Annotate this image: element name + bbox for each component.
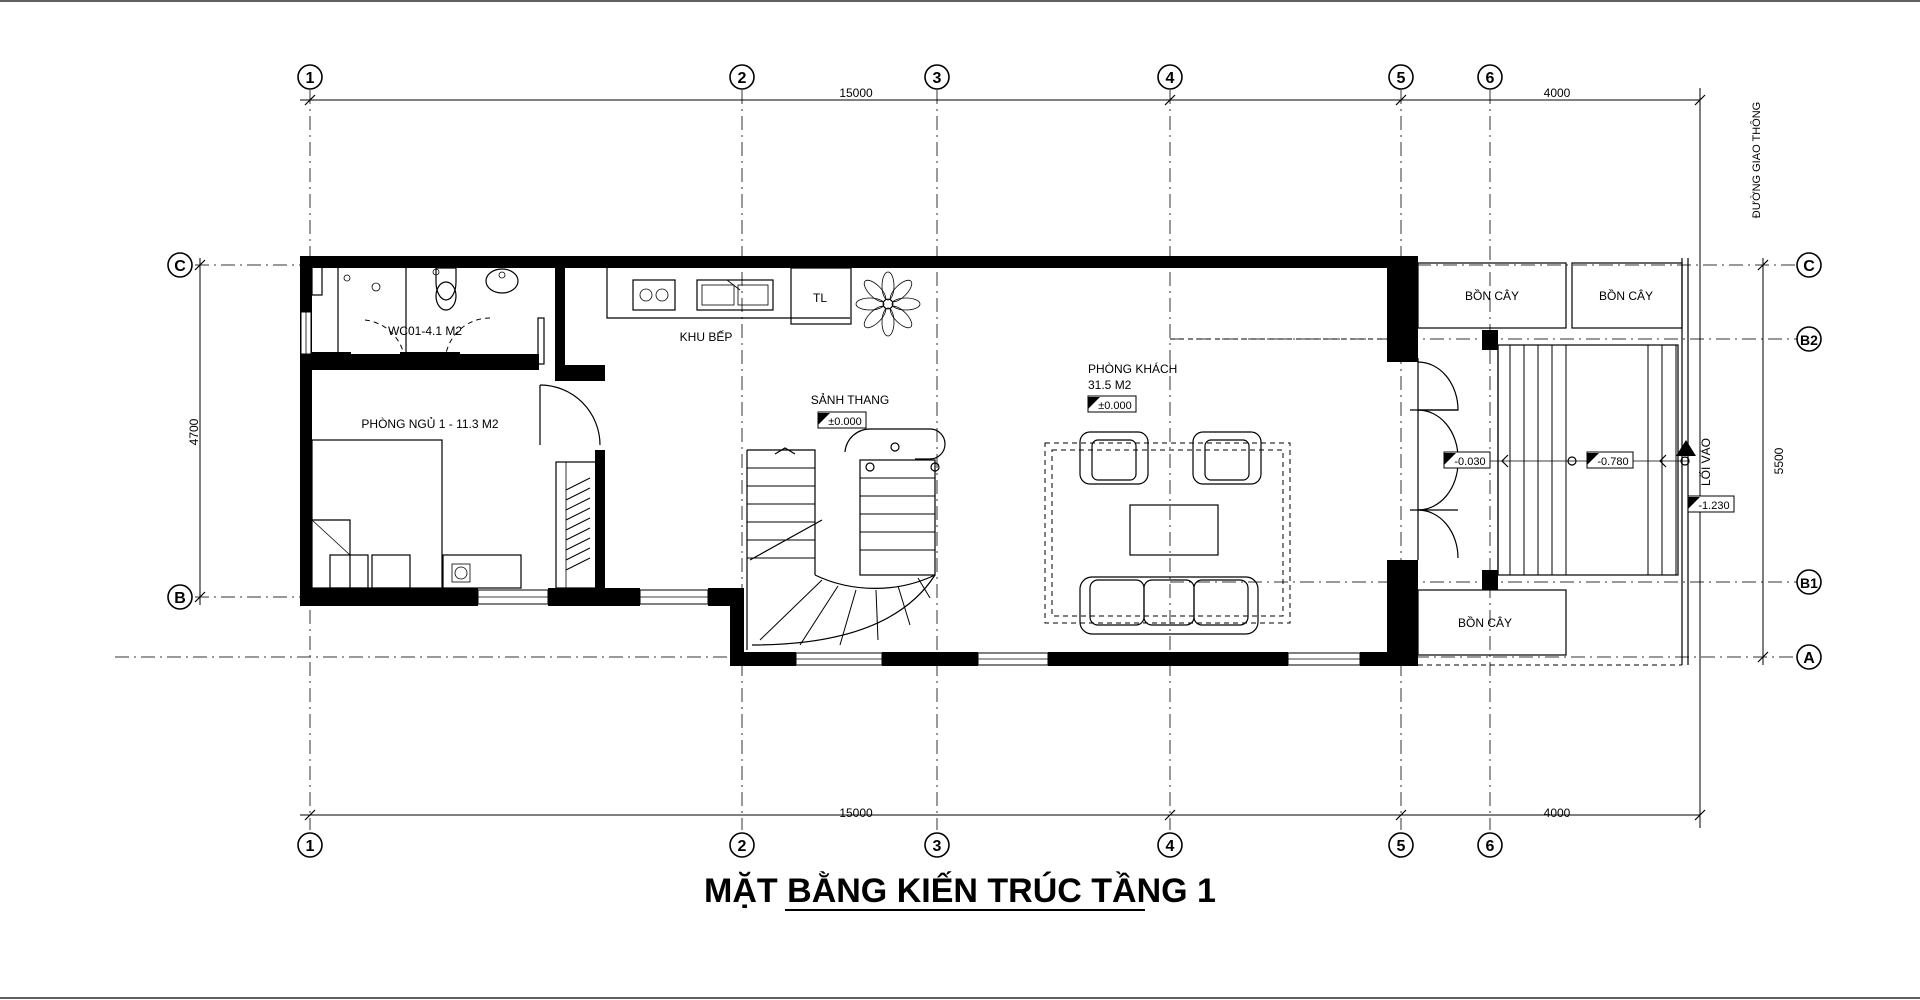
grid-bubble-left-B: B	[167, 584, 193, 610]
svg-text:B: B	[174, 590, 186, 607]
stair-up-arrow-icon	[774, 447, 796, 455]
grid-bubble-right-B2: B2	[1796, 326, 1822, 352]
kitchen-area	[606, 267, 921, 337]
svg-text:3: 3	[933, 70, 942, 87]
grid-bubble-top-6: 6	[1477, 64, 1503, 90]
entrance-doors	[1410, 361, 1459, 559]
bed	[311, 439, 443, 589]
entrance-label: LỐI VÀO	[1698, 438, 1713, 486]
drawing-title: MẶT BẰNG KIẾN TRÚC TẦNG 1	[704, 872, 1216, 910]
washbasin-icon	[485, 268, 519, 294]
fridge	[790, 267, 852, 325]
dim-top-main: 15000	[839, 86, 873, 100]
living-level: ±0.000	[1098, 400, 1132, 412]
svg-text:C: C	[174, 258, 186, 275]
svg-text:4: 4	[1166, 838, 1175, 855]
living-room-label: PHÒNG KHÁCH	[1088, 361, 1177, 376]
dim-bottom-main: 15000	[839, 806, 873, 820]
planter-label-2: BỒN CÂY	[1599, 288, 1653, 303]
windows	[300, 311, 1361, 666]
porch-level-marker: -0.030	[1443, 451, 1491, 469]
planter-label-1: BỒN CÂY	[1465, 288, 1519, 303]
grid-bubble-left-C: C	[167, 252, 193, 278]
sink-icon	[696, 279, 774, 311]
stair-hall-label: SẢNH THANG	[811, 392, 889, 407]
front-porch	[1410, 258, 1696, 666]
entrance-level: -1.230	[1698, 500, 1729, 512]
svg-text:5: 5	[1397, 70, 1406, 87]
grid-bubble-bottom-5: 5	[1388, 832, 1414, 858]
grid-bubble-bottom-6: 6	[1477, 832, 1503, 858]
steps-level-marker: -0.780	[1586, 451, 1634, 469]
arrow-icon-3	[1659, 454, 1667, 468]
kitchen-label: KHU BẾP	[680, 329, 733, 344]
grid-bubble-top-2: 2	[729, 64, 755, 90]
walls	[300, 256, 1498, 666]
grid-bubble-bottom-3: 3	[924, 832, 950, 858]
grid-bubble-bottom-4: 4	[1157, 832, 1183, 858]
svg-text:A: A	[1803, 650, 1815, 667]
stair-hall-level: ±0.000	[828, 416, 862, 428]
grid-bubble-top-4: 4	[1157, 64, 1183, 90]
coffee-table	[1129, 504, 1219, 556]
entrance-level-marker: -1.230	[1687, 495, 1735, 513]
svg-text:6: 6	[1486, 838, 1495, 855]
toilet-icon	[435, 267, 457, 301]
svg-text:1: 1	[306, 70, 315, 87]
bedroom-room	[311, 384, 601, 589]
dim-right: 5500	[1772, 447, 1786, 474]
armchair-left	[1079, 431, 1149, 485]
planter-1	[1417, 262, 1567, 329]
stove-icon	[632, 279, 676, 311]
svg-text:B2: B2	[1800, 332, 1818, 348]
arrow-icon-1	[1501, 454, 1509, 468]
rug	[1044, 442, 1291, 624]
dimension-lines	[194, 88, 1769, 828]
desk	[442, 554, 522, 589]
grid-bubble-bottom-1: 1	[297, 832, 323, 858]
svg-text:2: 2	[738, 70, 747, 87]
steps-level: -0.780	[1597, 456, 1628, 468]
svg-text:B1: B1	[1800, 575, 1818, 591]
street-label: ĐƯỜNG GIAO THÔNG	[1750, 102, 1763, 218]
living-room-area: 31.5 M2	[1088, 378, 1132, 392]
fridge-label: TL	[813, 291, 827, 305]
wc-label: WC01-4.1 M2	[388, 324, 462, 338]
bedroom-label: PHÒNG NGỦ 1 - 11.3 M2	[361, 416, 498, 431]
svg-text:3: 3	[933, 838, 942, 855]
living-room	[1044, 338, 1400, 635]
grid-bubble-right-B1: B1	[1796, 569, 1822, 595]
entrance-arrow-icon	[1676, 440, 1696, 456]
grid-bubble-top-5: 5	[1388, 64, 1414, 90]
svg-text:5: 5	[1397, 838, 1406, 855]
dim-bottom-side: 4000	[1544, 806, 1571, 820]
entry-steps	[1509, 345, 1677, 575]
svg-text:1: 1	[306, 838, 315, 855]
svg-text:2: 2	[738, 838, 747, 855]
grid-bubble-top-1: 1	[297, 64, 323, 90]
decor-plant-icon	[855, 271, 921, 337]
stair-hall-level-marker: ±0.000	[817, 411, 867, 429]
svg-text:C: C	[1803, 258, 1815, 275]
svg-text:6: 6	[1486, 70, 1495, 87]
planter-label-3: BỒN CÂY	[1458, 615, 1512, 630]
wardrobe	[555, 461, 597, 589]
wc-door-swing-1	[364, 319, 406, 363]
grid-bubble-top-3: 3	[924, 64, 950, 90]
sofa	[1079, 576, 1259, 635]
bedroom-door-swing	[539, 384, 601, 446]
grid-bubble-right-A: A	[1796, 644, 1822, 670]
grid-bubble-right-C: C	[1796, 252, 1822, 278]
armchair-right	[1192, 431, 1262, 485]
planter-3	[1417, 589, 1567, 656]
dim-left: 4700	[187, 418, 201, 445]
grid-bubble-bottom-2: 2	[729, 832, 755, 858]
porch-level: -0.030	[1454, 456, 1485, 468]
living-level-marker: ±0.000	[1087, 395, 1137, 413]
dim-top-side: 4000	[1544, 86, 1571, 100]
staircase	[746, 428, 946, 650]
wc-room	[311, 264, 545, 366]
svg-text:4: 4	[1166, 70, 1175, 87]
